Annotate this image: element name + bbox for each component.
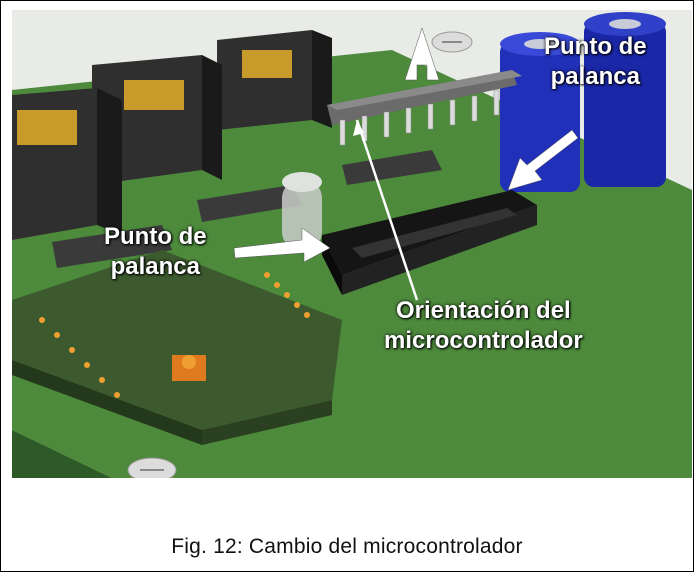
small-chip: [52, 225, 172, 268]
screw: [127, 457, 177, 478]
pcb-illustration: Punto de palanca Punto de palanca Orient…: [12, 10, 692, 478]
capacitor: [500, 32, 580, 192]
screw: [431, 31, 473, 53]
led: [282, 172, 322, 250]
microcontroller-chip: [327, 70, 522, 146]
capacitor: [584, 12, 666, 187]
label-orientation: Orientación del microcontrolador: [384, 297, 583, 354]
left-pivot-arrow: [233, 227, 331, 263]
rj45-jack: [12, 88, 122, 240]
orientation-pointer: [355, 119, 419, 301]
up-arrow: [404, 27, 440, 81]
rj45-jack: [217, 30, 332, 130]
small-chip: [197, 185, 302, 222]
right-pivot-arrow: [507, 129, 579, 191]
label-pivot-left: Punto de palanca: [104, 223, 207, 280]
pcb-drawing: [12, 10, 692, 478]
small-chip: [342, 150, 442, 185]
figure-caption: Fig. 12: Cambio del microcontrolador: [171, 535, 523, 558]
wifi-module: [12, 250, 342, 445]
label-pivot-right: Punto de palanca: [544, 33, 647, 90]
ic-socket: [322, 190, 537, 295]
